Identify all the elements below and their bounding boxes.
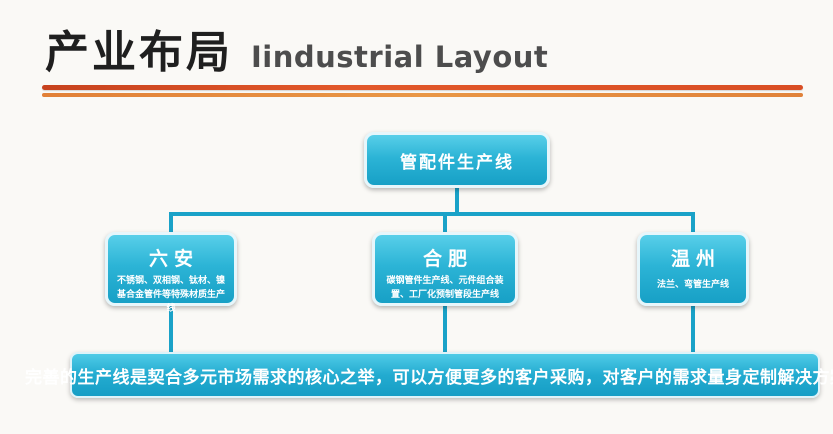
- node-hefei: 合肥 碳钢管件生产线、元件组合装置、工厂化预制管段生产线: [372, 232, 518, 306]
- page-title: 产业布局: [45, 27, 233, 78]
- connector-hefei-summary: [443, 304, 447, 354]
- node-hefei-name: 合肥: [422, 248, 473, 270]
- node-wenzhou-name: 温州: [670, 248, 721, 270]
- root-node: 管配件生产线: [364, 132, 550, 188]
- connector-stub-hefei: [443, 214, 447, 234]
- node-luan: 六安 不锈钢、双相钢、钛材、镍基合金管件等特殊材质生产线: [105, 232, 237, 314]
- node-wenzhou-desc: 法兰、弯管生产线: [656, 280, 729, 290]
- connector-luan-summary: [169, 304, 173, 354]
- summary-bar: 完善的生产线是契合多元市场需求的核心之举，可以方便更多的客户采购，对客户的需求量…: [25, 352, 833, 398]
- title-divider: [42, 85, 803, 97]
- divider-line-bottom: [42, 93, 803, 97]
- connector-root-vertical: [455, 188, 459, 214]
- node-luan-name: 六安: [148, 248, 199, 270]
- header: 产业布局 Iindustrial Layout: [45, 16, 548, 80]
- connector-horizontal: [169, 212, 695, 216]
- node-hefei-desc: 碳钢管件生产线、元件组合装置、工厂化预制管段生产线: [386, 276, 504, 300]
- node-wenzhou: 温州 法兰、弯管生产线: [637, 232, 749, 306]
- connector-wenzhou-summary: [691, 304, 695, 354]
- root-node-label: 管配件生产线: [400, 152, 514, 173]
- connector-stub-luan: [169, 214, 173, 234]
- connector-stub-wenzhou: [691, 214, 695, 234]
- page-subtitle: Iindustrial Layout: [251, 40, 549, 74]
- summary-text: 完善的生产线是契合多元市场需求的核心之举，可以方便更多的客户采购，对客户的需求量…: [25, 367, 833, 388]
- node-luan-desc: 不锈钢、双相钢、钛材、镍基合金管件等特殊材质生产线: [116, 276, 225, 314]
- divider-line-top: [42, 85, 803, 90]
